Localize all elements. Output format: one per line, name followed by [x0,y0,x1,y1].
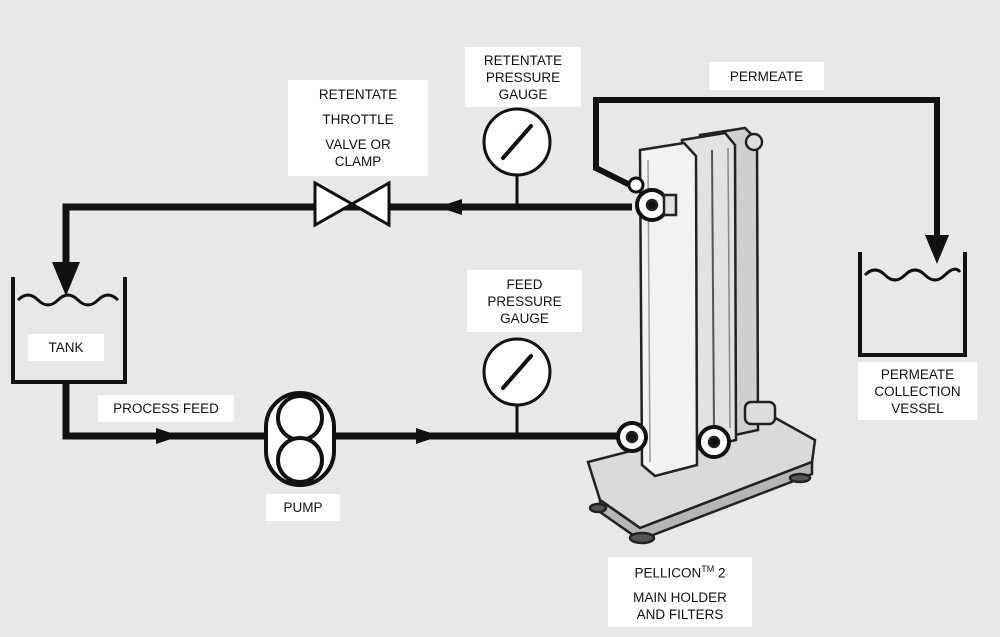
pellicon-label-line3: AND FILTERS [636,607,724,623]
permeate-vessel-arrowhead [925,235,949,264]
permeate-vessel-label-line1: PERMEATE [880,366,955,382]
retentate-pressure-gauge [482,107,552,205]
retentate-valve-label: RETENTATE THROTTLE VALVE OR CLAMP [288,80,428,176]
feed-pressure-gauge [482,337,552,434]
process-feed-label: PROCESS FEED [98,395,234,422]
permeate-label: PERMEATE [709,62,824,90]
process-feed-label-text: PROCESS FEED [113,401,219,416]
retentate-flow-arrow [438,199,462,215]
pump-label: PUMP [266,494,340,521]
retentate-valve-label-line1: RETENTATE [318,87,398,102]
feed-flow-arrow [416,428,440,444]
permeate-label-text: PERMEATE [729,68,804,84]
retentate-gauge-label-line3: GAUGE [498,86,548,102]
permeate-vessel-label: PERMEATE COLLECTION VESSEL [858,362,977,420]
feed-gauge-label-line3: GAUGE [500,310,549,326]
retentate-line [62,203,632,268]
retentate-valve-label-line3: VALVE OR [325,137,391,152]
retentate-gauge-label-line2: PRESSURE [485,69,561,85]
pellicon-holder [586,126,817,545]
permeate-collection-vessel [858,252,967,357]
tank [11,277,127,384]
retentate-valve [313,180,391,228]
retentate-gauge-label-line1: RETENTATE [483,52,563,68]
feed-gauge-label-line2: PRESSURE [487,293,562,309]
pellicon-label-line2: MAIN HOLDER [633,590,727,606]
feed-gauge-label: FEED PRESSURE GAUGE [467,270,582,332]
tank-label-text: TANK [48,340,84,355]
pellicon-label-line1: PELLICONTM 2 [634,561,725,582]
tank-label: TANK [28,334,104,361]
retentate-gauge-label: RETENTATE PRESSURE GAUGE [465,47,581,107]
pellicon-model-number: 2 [714,565,726,581]
permeate-vessel-label-line3: VESSEL [891,400,944,416]
permeate-line [593,97,940,238]
retentate-tank-arrowhead [52,262,80,296]
process-feed-line [62,382,632,440]
pump [264,391,336,487]
pellicon-label: PELLICONTM 2 MAIN HOLDER AND FILTERS [608,557,752,627]
permeate-vessel-label-line2: COLLECTION [874,383,961,399]
retentate-valve-label-line4: CLAMP [334,154,382,169]
retentate-valve-label-line2: THROTTLE [322,112,394,127]
feed-gauge-label-line1: FEED [506,276,543,292]
pump-label-text: PUMP [283,500,323,515]
pellicon-name: PELLICON [634,565,702,581]
pellicon-trademark: TM [701,563,715,574]
process-feed-arrow [156,428,180,444]
